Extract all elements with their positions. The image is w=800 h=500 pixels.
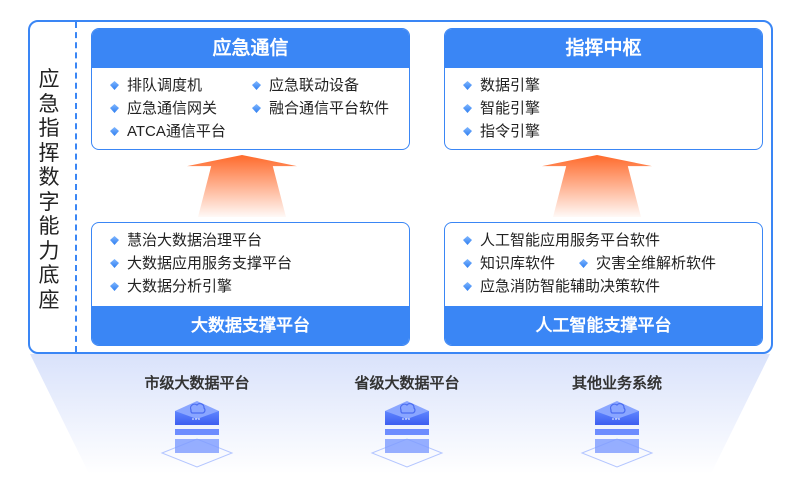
cloud-server-icon [161,400,233,468]
list-item: ATCA通信平台 [110,120,226,143]
diamond-bullet-icon [463,282,472,291]
diamond-bullet-icon [110,81,119,90]
diamond-bullet-icon [110,236,119,245]
item-label: 数据引擎 [480,77,541,94]
big-data-platform-box: 慧治大数据治理平台 大数据应用服务支撑平台 大数据分析引擎 大数据支撑平台 [91,222,410,346]
box-title: 大数据支撑平台 [92,306,409,345]
item-label: 知识库软件 [480,255,556,272]
list-item: 应急消防智能辅助决策软件 [463,275,762,298]
list-item: 融合通信平台软件 [252,97,389,120]
diamond-bullet-icon [463,259,472,268]
item-label: ATCA通信平台 [127,123,226,140]
item-label: 排队调度机 [127,77,203,94]
diamond-bullet-icon [252,81,261,90]
list-item: 慧治大数据治理平台 [110,229,409,252]
list-item: 智能引擎 [463,97,762,120]
source-label: 市级大数据平台 [144,375,250,392]
ai-platform-box: 人工智能应用服务平台软件 知识库软件灾害全维解析软件 应急消防智能辅助决策软件 … [444,222,763,346]
list-item: 人工智能应用服务平台软件 [463,229,762,252]
command-center-box: 指挥中枢 数据引擎 智能引擎 指令引擎 [444,28,763,150]
divider [75,22,77,352]
item-label: 融合通信平台软件 [269,100,390,117]
diamond-bullet-icon [252,104,261,113]
item-label: 慧治大数据治理平台 [127,232,263,249]
list-item: 应急通信网关 [110,97,226,120]
item-label: 人工智能应用服务平台软件 [480,232,661,249]
cloud-server-icon [581,400,653,468]
item-label: 大数据应用服务支撑平台 [127,255,293,272]
diamond-bullet-icon [110,104,119,113]
list-item: 大数据应用服务支撑平台 [110,252,409,275]
box-title: 应急通信 [92,29,409,68]
list-item: 知识库软件 灾害全维解析软件 [463,252,762,275]
list-item: 指令引擎 [463,120,762,143]
item-label: 应急联动设备 [269,77,360,94]
list-item: 大数据分析引擎 [110,275,409,298]
source-label: 其他业务系统 [571,375,662,392]
side-label: 应急指挥数字能力底座 [38,68,60,312]
item-label: 应急消防智能辅助决策软件 [480,278,661,295]
diamond-bullet-icon [110,259,119,268]
list-item: 数据引擎 [463,74,762,97]
item-label: 大数据分析引擎 [127,278,233,295]
diamond-bullet-icon [463,236,472,245]
item-label: 指令引擎 [480,123,541,140]
emergency-comm-box: 应急通信 排队调度机 应急通信网关 ATCA通信平台 应急联动设备 融合通信平台… [91,28,410,150]
box-title: 指挥中枢 [445,29,762,68]
cloud-server-icon [371,400,443,468]
diamond-bullet-icon [110,127,119,136]
list-item: 排队调度机 [110,74,226,97]
item-label: 灾害全维解析软件 [596,255,717,272]
item-label: 智能引擎 [480,100,541,117]
diamond-bullet-icon [463,104,472,113]
box-title: 人工智能支撑平台 [445,306,762,345]
diamond-bullet-icon [463,81,472,90]
diamond-bullet-icon [579,259,589,268]
diamond-bullet-icon [110,282,119,291]
list-item: 应急联动设备 [252,74,389,97]
diamond-bullet-icon [463,127,472,136]
source-label: 省级大数据平台 [354,375,460,392]
item-label: 应急通信网关 [127,100,218,117]
